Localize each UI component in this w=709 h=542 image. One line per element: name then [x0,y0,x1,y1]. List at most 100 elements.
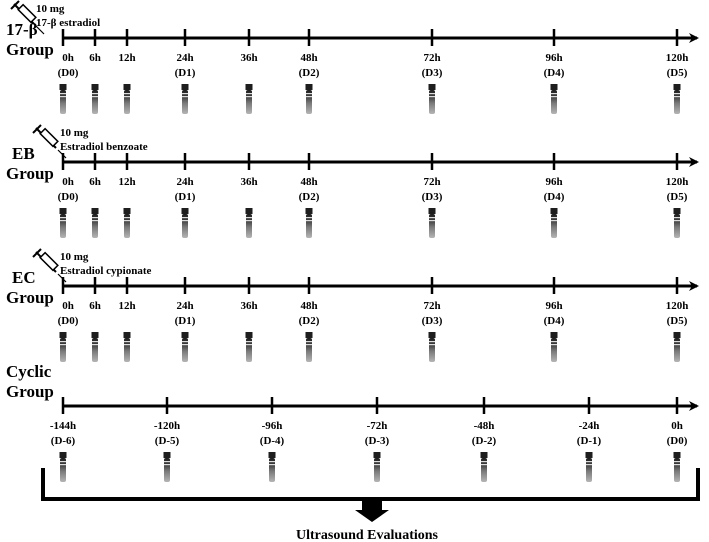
blood-tube-icon [123,84,131,114]
blood-tube-icon [91,84,99,114]
timepoint-day-label: (D2) [299,67,320,79]
timepoint-hour-label: 96h [545,52,562,64]
blood-tube-icon [181,84,189,114]
blood-tube-icon [268,452,276,482]
group-label-line2: Group [6,288,54,307]
blood-tube-icon [59,208,67,238]
timepoint-hour-label: 48h [300,176,317,188]
group-label-line1: EC [12,268,36,287]
blood-tube-icon [245,332,253,362]
group-label-line1: 17-β [6,20,38,39]
timepoint-hour-label: 96h [545,176,562,188]
timelines: 0h (D0) 6h 12h 24h (D1) 36h 48h (D2) 72h (D3) 96h (D… [50,29,699,482]
group-label-line1: Cyclic [6,362,52,381]
group-label-cyclic: Cyclic Group [6,362,54,401]
drug-name: Estradiol benzoate [60,141,148,153]
blood-tube-icon [181,208,189,238]
blood-tube-icon [59,84,67,114]
timepoint-day-label: (D5) [667,67,688,79]
blood-tube-icon [163,452,171,482]
timepoint-hour-label: 36h [240,300,257,312]
timeline-gcyc: -144h(D-6)-120h(D-5)-96h(D-4)-72h(D-3)-4… [50,397,699,482]
timepoint-hour-label: 12h [118,300,135,312]
group-label-eb: EB Group [6,144,54,183]
timepoint-day-label: (D4) [544,191,565,203]
timepoint-hour-label: 96h [545,300,562,312]
timepoint-day-label: (D1) [175,67,196,79]
blood-tube-icon [91,332,99,362]
blood-tube-icon [181,332,189,362]
syringe-icon [10,0,45,35]
timepoint-hour-label: 120h [666,52,689,64]
timepoint-hour-label: 12h [118,52,135,64]
timepoint-hour-label: -120h [154,420,180,432]
timepoint-hour-label: 48h [300,300,317,312]
ultrasound-evaluations-label: Ultrasound Evaluations [296,528,439,542]
timepoint-day-label: (D5) [667,191,688,203]
blood-tube-icon [245,84,253,114]
timepoint-hour-label: 6h [89,52,101,64]
blood-tube-icon [305,208,313,238]
blood-tube-icon [245,208,253,238]
timepoint-hour-label: -144h [50,420,76,432]
blood-tube-icon [585,452,593,482]
timepoint-day-label: (D3) [422,191,443,203]
timepoint-hour-label: 0h [62,176,74,188]
timepoint-day-label: (D-2) [472,435,497,447]
blood-tube-icon [305,84,313,114]
group-label-line2: Group [6,40,54,59]
timepoint-day-label: (D-4) [260,435,285,447]
timepoint-day-label: (D3) [422,67,443,79]
timepoint-day-label: (D0) [667,435,688,447]
timepoint-day-label: (D4) [544,315,565,327]
blood-tube-icon [59,332,67,362]
timepoint-day-label: (D1) [175,191,196,203]
timepoint-hour-label: 72h [423,52,440,64]
timepoint-day-label: (D4) [544,67,565,79]
blood-tube-icon [673,208,681,238]
timepoint-day-label: (D0) [58,191,79,203]
down-arrow-icon [355,499,389,522]
blood-tube-icon [550,84,558,114]
group-label-line2: Group [6,382,54,401]
timepoint-hour-label: 36h [240,176,257,188]
timepoint-day-label: (D1) [175,315,196,327]
timepoint-day-label: (D0) [58,67,79,79]
drug-name: Estradiol cypionate [60,265,151,277]
timepoint-hour-label: 0h [671,420,683,432]
timepoint-hour-label: 6h [89,300,101,312]
group-label-line2: Group [6,164,54,183]
timepoint-hour-label: 48h [300,52,317,64]
blood-tube-icon [428,84,436,114]
timepoint-day-label: (D-5) [155,435,180,447]
timepoint-hour-label: 72h [423,176,440,188]
blood-tube-icon [428,332,436,362]
timepoint-day-label: (D-1) [577,435,602,447]
timepoint-hour-label: 120h [666,300,689,312]
syringe-icon [32,248,67,283]
timepoint-hour-label: 24h [176,52,193,64]
timepoint-hour-label: 24h [176,176,193,188]
timepoint-hour-label: 0h [62,52,74,64]
blood-tube-icon [550,208,558,238]
timepoint-day-label: (D5) [667,315,688,327]
group-label-17b: 17-β Group [6,20,54,59]
timepoint-hour-label: -24h [579,420,600,432]
group-label-ec: EC Group [6,268,54,307]
blood-tube-icon [550,332,558,362]
timepoint-hour-label: 6h [89,176,101,188]
timepoint-day-label: (D2) [299,315,320,327]
timepoint-day-label: (D0) [58,315,79,327]
drug-name: 17-β estradiol [36,17,100,29]
group-label-line1: EB [12,144,35,163]
blood-tube-icon [480,452,488,482]
timepoint-hour-label: 12h [118,176,135,188]
timepoint-hour-label: 72h [423,300,440,312]
blood-tube-icon [91,208,99,238]
blood-tube-icon [373,452,381,482]
blood-tube-icon [123,332,131,362]
timepoint-hour-label: 24h [176,300,193,312]
blood-tube-icon [59,452,67,482]
